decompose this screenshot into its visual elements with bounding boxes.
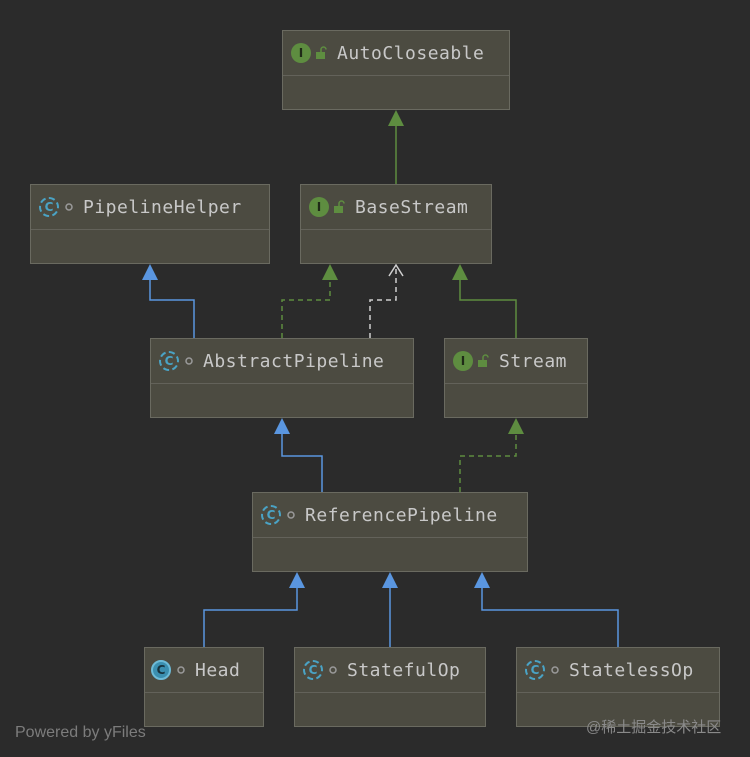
node-abstractpipeline[interactable]: C AbstractPipeline	[150, 338, 414, 418]
edge-statelessop-referencepipeline	[481, 588, 619, 647]
edge-abstractpipeline-basestream-implements	[281, 280, 331, 338]
interface-icon: I	[291, 43, 311, 63]
abstract-class-icon: C	[261, 505, 281, 525]
node-statelessop[interactable]: C StatelessOp	[516, 647, 720, 727]
static-pin-icon	[175, 664, 187, 676]
divider	[253, 537, 527, 538]
arrow-basestream-implements	[322, 264, 338, 280]
public-lock-icon	[477, 354, 491, 368]
arrow-pipelinehelper	[142, 264, 158, 280]
arrow-referencepipeline-statelessop	[474, 572, 490, 588]
edge-abstractpipeline-basestream-dependency	[369, 266, 397, 338]
abstract-class-icon: C	[303, 660, 323, 680]
node-title: Stream	[499, 350, 568, 372]
divider	[295, 692, 485, 693]
node-statefulop[interactable]: C StatefulOp	[294, 647, 486, 727]
node-title: BaseStream	[355, 196, 469, 218]
arrow-abstractpipeline	[274, 418, 290, 434]
interface-icon: I	[309, 197, 329, 217]
class-icon: C	[151, 660, 171, 680]
public-lock-icon	[315, 46, 329, 60]
node-basestream[interactable]: I BaseStream	[300, 184, 492, 264]
divider	[283, 75, 509, 76]
node-title: PipelineHelper	[83, 196, 242, 218]
divider	[31, 229, 269, 230]
powered-by-label: Powered by yFiles	[15, 724, 146, 741]
node-stream[interactable]: I Stream	[444, 338, 588, 418]
node-title: AbstractPipeline	[203, 350, 385, 372]
node-title: StatefulOp	[347, 659, 461, 681]
package-private-dot-icon	[63, 201, 75, 213]
node-pipelinehelper[interactable]: C PipelineHelper	[30, 184, 270, 264]
arrow-basestream-dependency	[388, 263, 404, 277]
watermark-label: @稀土掘金技术社区	[586, 719, 722, 736]
package-private-dot-icon	[327, 664, 339, 676]
node-title: StatelessOp	[569, 659, 694, 681]
package-private-dot-icon	[549, 664, 561, 676]
edge-head-referencepipeline	[203, 588, 298, 647]
divider	[517, 692, 719, 693]
arrow-stream	[508, 418, 524, 434]
abstract-class-icon: C	[159, 351, 179, 371]
package-private-dot-icon	[183, 355, 195, 367]
arrow-basestream-stream	[452, 264, 468, 280]
edge-abstractpipeline-pipelinehelper	[149, 272, 195, 338]
divider	[145, 692, 263, 693]
interface-icon: I	[453, 351, 473, 371]
node-head[interactable]: C Head	[144, 647, 264, 727]
arrow-referencepipeline-head	[289, 572, 305, 588]
public-lock-icon	[333, 200, 347, 214]
edge-referencepipeline-stream	[459, 434, 517, 492]
node-title: ReferencePipeline	[305, 504, 498, 526]
abstract-class-icon: C	[39, 197, 59, 217]
edge-stream-basestream	[459, 280, 517, 338]
node-autocloseable[interactable]: I AutoCloseable	[282, 30, 510, 110]
node-referencepipeline[interactable]: C ReferencePipeline	[252, 492, 528, 572]
abstract-class-icon: C	[525, 660, 545, 680]
arrow-referencepipeline-statefulop	[382, 572, 398, 588]
package-private-dot-icon	[285, 509, 297, 521]
node-title: Head	[195, 659, 241, 681]
divider	[301, 229, 491, 230]
arrow-autocloseable	[388, 110, 404, 126]
node-title: AutoCloseable	[337, 42, 485, 64]
divider	[445, 383, 587, 384]
edge-referencepipeline-abstractpipeline	[281, 434, 323, 492]
divider	[151, 383, 413, 384]
